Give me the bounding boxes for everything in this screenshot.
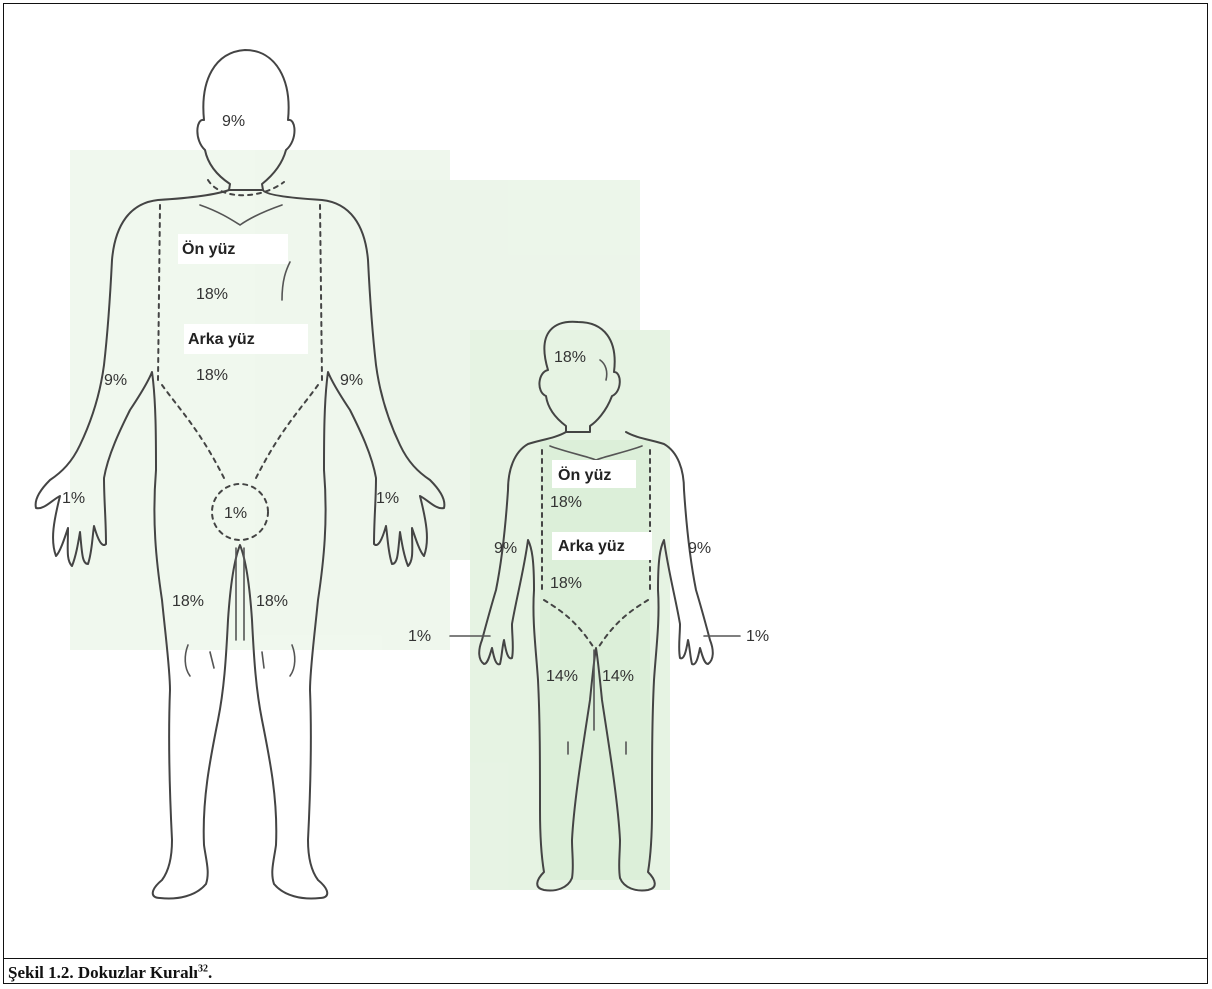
- child-front-value: 18%: [550, 494, 582, 511]
- caption-divider: [3, 958, 1208, 959]
- child-back-value: 18%: [550, 575, 582, 592]
- adult-hand-right-label: 1%: [62, 490, 85, 507]
- caption-reference: 32: [198, 963, 208, 974]
- child-leg-left-label: 14%: [602, 668, 634, 685]
- child-front-label: Ön yüz: [558, 465, 611, 484]
- adult-leg-right-label: 18%: [172, 593, 204, 610]
- adult-front-label: Ön yüz: [182, 239, 235, 258]
- caption-end: .: [208, 963, 212, 982]
- adult-arm-left-label: 9%: [340, 372, 363, 389]
- figure-caption: Şekil 1.2. Dokuzlar Kuralı32.: [8, 963, 212, 983]
- child-hand-left-label: 1%: [746, 628, 769, 645]
- adult-back-label: Arka yüz: [188, 331, 255, 348]
- child-leg-right-label: 14%: [546, 668, 578, 685]
- adult-knee-mark-2: [262, 652, 264, 668]
- child-head-label: 18%: [554, 349, 586, 366]
- adult-arm-right-label: 9%: [104, 372, 127, 389]
- adult-back-value: 18%: [196, 367, 228, 384]
- child-arm-right-label: 9%: [494, 540, 517, 557]
- adult-knee-mark-1: [210, 652, 214, 668]
- caption-text: Şekil 1.2. Dokuzlar Kuralı: [8, 963, 198, 982]
- rule-of-nines-figure: 9% Ön yüz 18% Arka yüz 18% 9% 9% 1% 1% 1…: [0, 0, 1212, 958]
- adult-front-value: 18%: [196, 286, 228, 303]
- child-hand-right-label: 1%: [408, 628, 431, 645]
- adult-hand-left-label: 1%: [376, 490, 399, 507]
- adult-genital-label: 1%: [224, 505, 247, 522]
- child-arm-left-label: 9%: [688, 540, 711, 557]
- adult-leg-left-label: 18%: [256, 593, 288, 610]
- adult-head-label: 9%: [222, 113, 245, 130]
- child-back-label: Arka yüz: [558, 538, 625, 555]
